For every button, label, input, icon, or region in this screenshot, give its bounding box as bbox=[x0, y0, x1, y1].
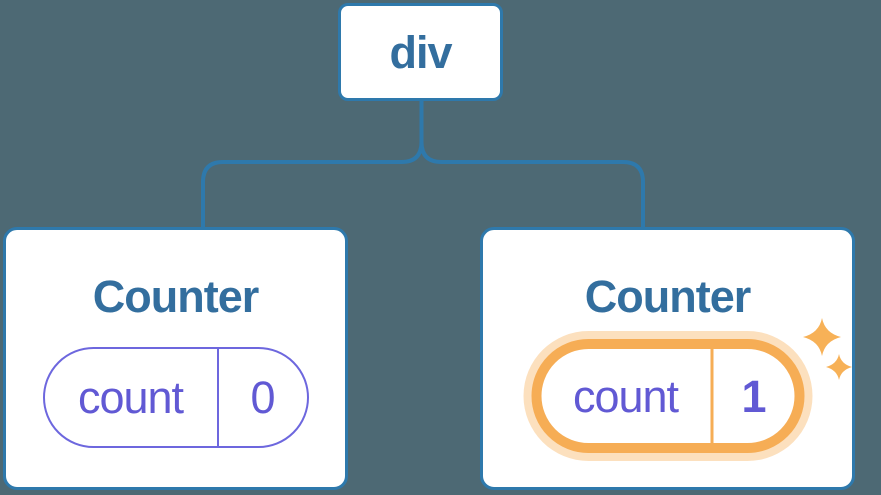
counter-title: Counter bbox=[584, 271, 752, 322]
state-value-cell: 0 bbox=[219, 349, 307, 446]
state-key-cell: count bbox=[45, 349, 219, 446]
connector-to-right-child bbox=[419, 101, 645, 227]
root-node-div: div bbox=[338, 3, 503, 101]
root-node-label: div bbox=[389, 26, 452, 78]
state-value-label: 0 bbox=[250, 372, 275, 423]
state-pill-highlighted: count 1 bbox=[531, 339, 804, 453]
state-key-label: count bbox=[572, 370, 679, 422]
state-value-label: 1 bbox=[741, 370, 766, 422]
state-value-cell: 1 bbox=[713, 349, 794, 443]
state-key-label: count bbox=[77, 372, 184, 423]
counter-card-left: Counter count 0 bbox=[3, 227, 348, 490]
state-key-cell: count bbox=[541, 349, 713, 443]
connector-to-left-child bbox=[201, 101, 424, 227]
counter-card-right: Counter count 1 bbox=[480, 227, 855, 490]
state-pill: count 0 bbox=[42, 347, 309, 448]
counter-title: Counter bbox=[92, 271, 260, 322]
